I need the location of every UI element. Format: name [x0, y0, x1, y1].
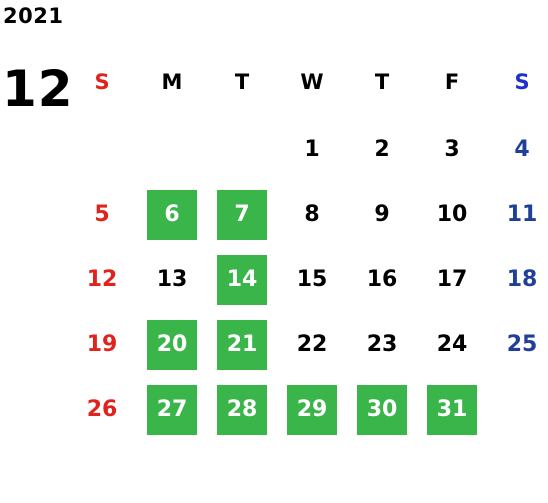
day-cell-highlighted: 27	[147, 385, 197, 435]
weekday-wednesday: W	[300, 70, 324, 94]
day-cell-highlighted: 7	[217, 190, 267, 240]
weekday-thursday: T	[374, 70, 390, 94]
day-cell: 1	[304, 137, 320, 162]
day-cell: 13	[156, 267, 188, 292]
day-cell: 22	[296, 332, 328, 357]
day-cell: 5	[94, 202, 110, 227]
day-cell: 8	[304, 202, 320, 227]
day-cell: 23	[366, 332, 398, 357]
day-cell: 26	[86, 397, 118, 422]
day-cell: 9	[374, 202, 390, 227]
day-cell-highlighted: 6	[147, 190, 197, 240]
day-cell: 24	[436, 332, 468, 357]
day-cell: 17	[436, 267, 468, 292]
day-cell: 18	[506, 267, 538, 292]
day-cell: 10	[436, 202, 468, 227]
day-cell-highlighted: 30	[357, 385, 407, 435]
weekday-monday: M	[161, 70, 183, 94]
weekday-friday: F	[444, 70, 460, 94]
weekday-tuesday: T	[234, 70, 250, 94]
day-cell-highlighted: 29	[287, 385, 337, 435]
day-cell: 11	[506, 202, 538, 227]
day-cell: 3	[444, 137, 460, 162]
day-cell-highlighted: 20	[147, 320, 197, 370]
day-cell: 15	[296, 267, 328, 292]
month-number: 12	[2, 60, 74, 118]
day-cell-highlighted: 14	[217, 255, 267, 305]
day-cell: 19	[86, 332, 118, 357]
day-cell-highlighted: 31	[427, 385, 477, 435]
day-cell: 25	[506, 332, 538, 357]
weekday-sunday: S	[94, 70, 110, 94]
day-cell-highlighted: 28	[217, 385, 267, 435]
day-cell: 2	[374, 137, 390, 162]
year-label: 2021	[3, 4, 64, 28]
day-cell: 4	[514, 137, 530, 162]
day-cell-highlighted: 21	[217, 320, 267, 370]
day-cell: 16	[366, 267, 398, 292]
day-cell: 12	[86, 267, 118, 292]
weekday-saturday: S	[514, 70, 530, 94]
